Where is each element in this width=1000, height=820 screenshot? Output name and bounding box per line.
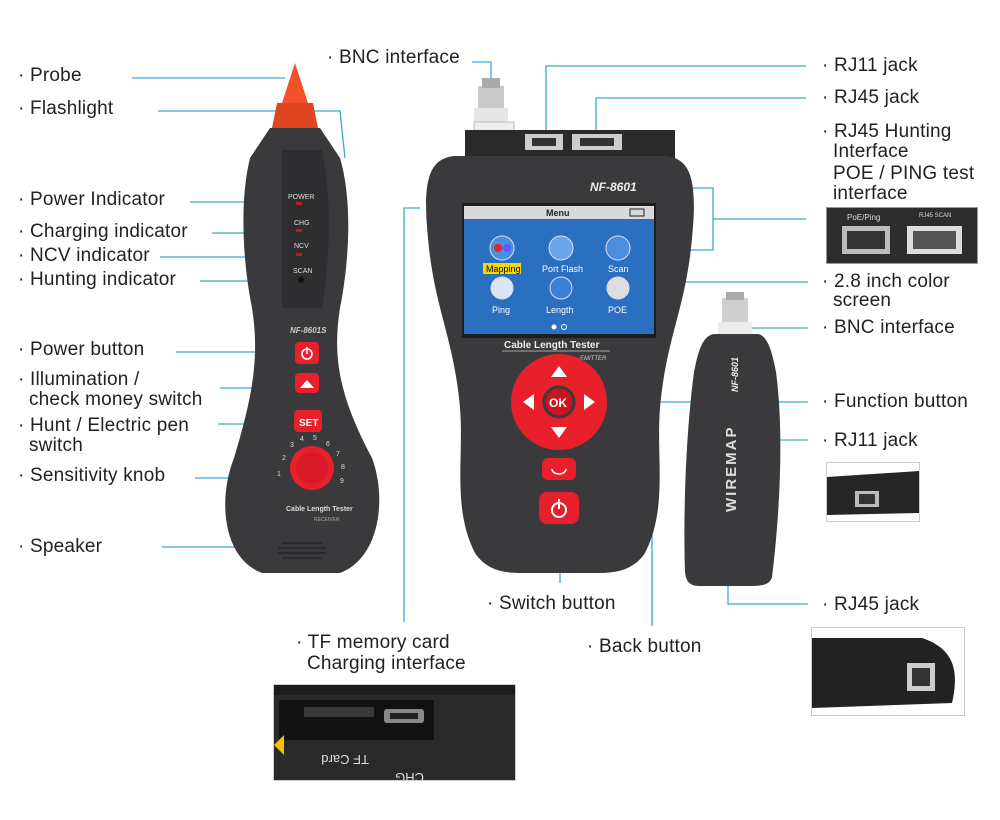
inset-poe-ping-ports: PoE/Ping RJ45 SCAN xyxy=(826,207,978,264)
svg-text:NF-8601S: NF-8601S xyxy=(290,326,327,335)
svg-text:CHG: CHG xyxy=(294,220,310,227)
label-bnc-interface-right: · BNC interface xyxy=(822,317,955,338)
svg-text:CHG: CHG xyxy=(395,770,424,780)
label-charging-indicator: · Charging indicator xyxy=(18,221,188,242)
tf-card-charging-image: CHG TF Card xyxy=(274,685,515,780)
svg-text:Scan: Scan xyxy=(608,264,629,274)
label-sensitivity-knob: · Sensitivity knob xyxy=(18,465,166,486)
label-hunting-indicator: · Hunting indicator xyxy=(18,269,176,290)
label-hunt-switch: · Hunt / Electric pen switch xyxy=(18,415,190,456)
main-unit-device: NF-8601 Menu Mapping Port Flash Scan Pin… xyxy=(426,78,694,573)
label-rj11-jack-right: · RJ11 jack xyxy=(822,430,918,451)
inset-tf-card-charging: CHG TF Card xyxy=(273,684,516,781)
label-tf-card: · TF memory card Charging interface xyxy=(296,632,466,674)
svg-text:Ping: Ping xyxy=(492,305,510,315)
label-ncv-indicator: · NCV indicator xyxy=(18,245,150,266)
svg-text:4: 4 xyxy=(300,436,304,443)
svg-text:RECEIVER: RECEIVER xyxy=(314,517,340,523)
label-rj45-hunting: · RJ45 Hunting Interface xyxy=(822,121,952,162)
label-rj45-jack-top: · RJ45 jack xyxy=(822,87,920,108)
svg-text:POE: POE xyxy=(608,305,627,315)
svg-text:1: 1 xyxy=(277,471,281,478)
receiver-device: POWER CHG NCV SCAN NF-8601S SET 1 2 3 4 … xyxy=(225,63,380,573)
svg-text:8: 8 xyxy=(341,464,345,471)
inset-rj11-jack xyxy=(826,462,920,522)
svg-text:WIREMAP: WIREMAP xyxy=(723,426,740,513)
svg-text:TF Card: TF Card xyxy=(321,752,369,767)
svg-text:2: 2 xyxy=(282,455,286,462)
label-speaker: · Speaker xyxy=(18,536,103,557)
label-flashlight: · Flashlight xyxy=(18,98,114,119)
label-probe: · Probe xyxy=(18,65,82,86)
inset-rj45-jack xyxy=(811,627,965,716)
svg-text:7: 7 xyxy=(336,451,340,458)
svg-text:SET: SET xyxy=(299,418,318,429)
label-rj11-jack-top: · RJ11 jack xyxy=(822,55,918,76)
svg-text:NF-8601: NF-8601 xyxy=(730,357,740,392)
svg-text:Port Flash: Port Flash xyxy=(542,264,583,274)
svg-text:PoE/Ping: PoE/Ping xyxy=(847,213,880,222)
svg-text:6: 6 xyxy=(326,441,330,448)
svg-text:Mapping: Mapping xyxy=(486,264,521,274)
svg-text:9: 9 xyxy=(340,478,344,485)
svg-text:Cable Length Tester: Cable Length Tester xyxy=(504,340,599,351)
svg-text:3: 3 xyxy=(290,442,294,449)
svg-text:Length: Length xyxy=(546,305,574,315)
svg-text:5: 5 xyxy=(313,435,317,442)
label-power-indicator: · Power Indicator xyxy=(18,189,166,210)
rj45-jack-image xyxy=(812,628,964,715)
svg-text:RJ45 SCAN: RJ45 SCAN xyxy=(919,213,951,219)
indicator-power-text: POWER xyxy=(288,194,314,201)
svg-text:NCV: NCV xyxy=(294,243,309,250)
label-illumination: · Illumination / check money switch xyxy=(18,369,203,410)
label-color-screen: · 2.8 inch color screen xyxy=(822,271,950,311)
svg-text:NF-8601: NF-8601 xyxy=(590,180,637,194)
svg-text:EMITTER: EMITTER xyxy=(580,356,607,362)
label-bnc-interface-top: · BNC interface xyxy=(327,47,460,68)
label-switch-button: · Switch button xyxy=(487,593,616,614)
remote-device: NF-8601 WIREMAP xyxy=(684,292,781,586)
poe-ping-ports-image: PoE/Ping RJ45 SCAN xyxy=(827,208,977,263)
label-function-button: · Function button xyxy=(822,391,968,412)
svg-text:Cable Length Tester: Cable Length Tester xyxy=(286,506,353,513)
label-back-button: · Back button xyxy=(587,636,702,657)
svg-text:Menu: Menu xyxy=(546,208,570,218)
rj11-jack-image xyxy=(827,463,919,521)
label-rj45-jack-bottom: · RJ45 jack xyxy=(822,594,920,615)
svg-text:SCAN: SCAN xyxy=(293,268,312,275)
svg-text:OK: OK xyxy=(549,396,567,410)
label-power-button: · Power button xyxy=(18,339,145,360)
